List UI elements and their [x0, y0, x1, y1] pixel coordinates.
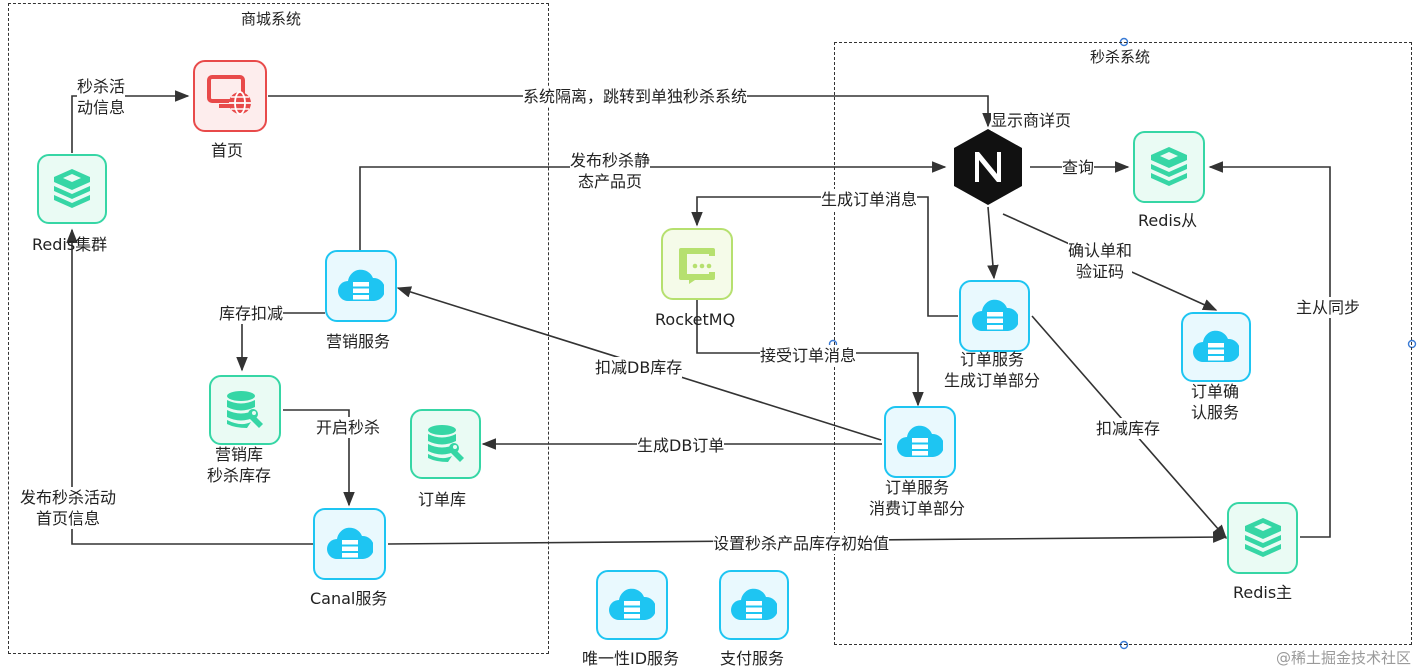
edge-start-seckill [283, 409, 355, 507]
marketing-db-node[interactable] [209, 375, 281, 445]
database-wrench-icon [427, 425, 464, 462]
redis-cluster-label: Redis集群 [32, 235, 108, 254]
edge-master-slave [1208, 161, 1331, 538]
redis-master-node[interactable] [1227, 502, 1298, 574]
order-service-create-label: 订单服务 生成订单部分 [944, 350, 1041, 390]
homepage-node[interactable] [193, 60, 267, 132]
cloud-server-icon [897, 425, 943, 457]
nginx-caption: 显示商详页 [991, 110, 1072, 131]
redis-master-label: Redis主 [1233, 583, 1293, 602]
order-db-label: 订单库 [418, 490, 467, 509]
mall-system-group [8, 3, 549, 654]
canal-service-label: Canal服务 [310, 589, 388, 608]
redis-stack-icon [1244, 518, 1281, 557]
marketing-service-label: 营销服务 [326, 332, 391, 351]
label-stock-deduct: 库存扣减 [219, 303, 284, 324]
edge-seckill-info [71, 90, 190, 153]
monitor-globe-icon [207, 75, 251, 115]
edge-publish-static [359, 161, 947, 250]
uid-service-label: 唯一性ID服务 [582, 649, 680, 668]
mall-system-title: 商城系统 [241, 10, 302, 28]
cloud-server-icon [326, 527, 373, 559]
database-wrench-icon [227, 391, 263, 428]
watermark: @稀土掘金技术社区 [1275, 649, 1411, 667]
redis-stack-icon [1151, 147, 1187, 186]
label-gen-db-order: 生成DB订单 [637, 435, 725, 456]
order-confirm-service-label: 订单确 认服务 [1191, 382, 1240, 422]
label-start-seckill: 开启秒杀 [316, 417, 381, 438]
cloud-server-icon [1193, 330, 1239, 362]
nginx-node[interactable] [947, 126, 1029, 208]
edge-nginx-order [987, 206, 999, 280]
label-master-slave: 主从同步 [1296, 297, 1361, 318]
order-confirm-service-node[interactable] [1181, 312, 1251, 382]
label-query: 查询 [1062, 157, 1095, 178]
redis-cluster-node[interactable] [37, 154, 107, 224]
seckill-system-group [834, 42, 1412, 645]
pay-service-node[interactable] [719, 570, 789, 640]
cloud-server-icon [609, 588, 655, 620]
message-queue-icon [679, 248, 715, 284]
label-deduct-stock: 扣减库存 [1096, 418, 1161, 439]
rocketmq-node[interactable] [661, 228, 733, 300]
homepage-label: 首页 [211, 141, 244, 160]
marketing-service-node[interactable] [325, 250, 397, 322]
cloud-server-icon [731, 588, 777, 620]
edge-publish-home [66, 228, 313, 545]
label-deduct-db: 扣减DB库存 [595, 357, 683, 378]
cloud-server-icon [971, 299, 1018, 331]
marketing-db-label: 营销库 秒杀库存 [207, 445, 272, 485]
label-receive-msg: 接受订单消息 [760, 345, 857, 366]
order-service-create-node[interactable] [959, 280, 1030, 352]
nginx-icon [954, 129, 1022, 205]
canal-service-node[interactable] [313, 508, 386, 580]
label-publish-home: 发布秒杀活动 首页信息 [20, 487, 117, 529]
label-gen-order-msg: 生成订单消息 [821, 189, 918, 210]
label-isolation: 系统隔离，跳转到单独秒杀系统 [523, 86, 748, 107]
order-service-consume-label: 订单服务 消费订单部分 [869, 478, 966, 518]
order-db-node[interactable] [410, 409, 481, 479]
edge-isolation [268, 95, 994, 128]
redis-slave-label: Redis从 [1138, 211, 1198, 230]
edge-gen-order-msg [691, 196, 958, 317]
label-confirm-verify: 确认单和 验证码 [1068, 240, 1133, 282]
label-publish-static: 发布秒杀静 态产品页 [570, 150, 651, 192]
redis-stack-icon [54, 169, 90, 208]
seckill-system-title: 秒杀系统 [1090, 48, 1151, 66]
uid-service-node[interactable] [596, 570, 668, 640]
pay-service-label: 支付服务 [720, 649, 785, 668]
order-service-consume-node[interactable] [884, 406, 956, 478]
rocketmq-label: RocketMQ [655, 310, 736, 329]
label-set-initial-stock: 设置秒杀产品库存初始值 [713, 533, 890, 554]
redis-slave-node[interactable] [1133, 131, 1205, 203]
label-seckill-info: 秒杀活 动信息 [77, 76, 126, 118]
cloud-server-icon [338, 269, 384, 301]
